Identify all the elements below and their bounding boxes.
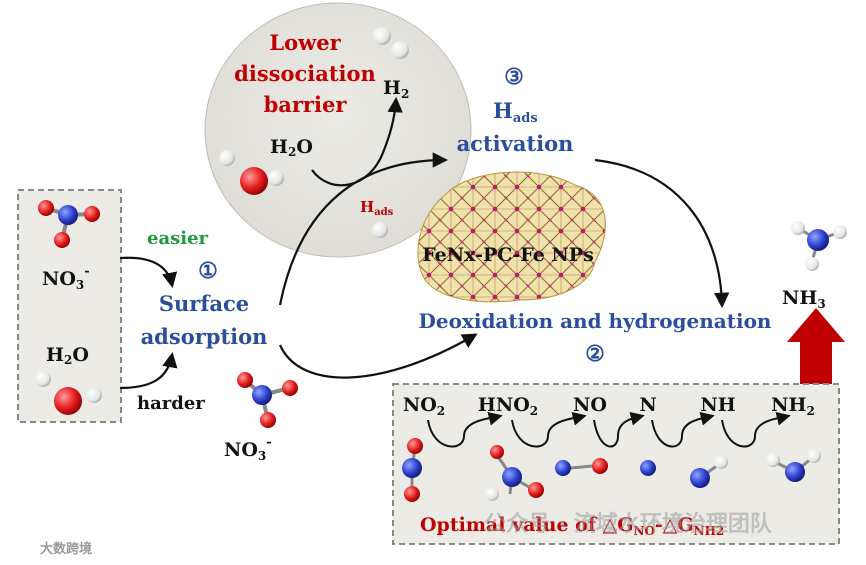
pathway-panel xyxy=(392,383,840,545)
pathway-arrows xyxy=(427,411,791,448)
step1-number: ① xyxy=(198,258,218,284)
harder-label: harder xyxy=(137,393,205,414)
nitrate-molecule-left xyxy=(38,200,100,248)
arrow-to-activation xyxy=(278,152,449,306)
hno2-molecule xyxy=(485,445,544,501)
pathway-species-2: NO xyxy=(573,394,607,416)
dissociation-arrow xyxy=(311,96,403,187)
no3-label-middle: NO3- xyxy=(224,435,272,463)
pathway-arrow-3 xyxy=(651,411,715,448)
easier-label: easier xyxy=(147,228,209,249)
no2-molecule xyxy=(402,438,423,502)
h2-label: H2 xyxy=(383,77,409,101)
pathway-species-5: NH2 xyxy=(771,394,815,418)
hads-label-step3: Hads xyxy=(493,98,538,126)
catalyst-label: FeNx-PC-Fe NPs xyxy=(422,244,594,266)
pathway-labels: NO2 HNO2 NO N NH NH2 xyxy=(403,394,815,418)
dissociation-text: dissociation xyxy=(234,61,376,86)
pathway-species-1: HNO2 xyxy=(478,394,538,418)
arrow-activation-to-nh3 xyxy=(594,158,730,309)
harder-arrow xyxy=(119,351,178,390)
h2-molecule xyxy=(373,27,409,59)
easier-arrow xyxy=(119,256,178,289)
water-molecule-left xyxy=(35,371,102,415)
reactant-box xyxy=(17,189,122,423)
pathway-arrow-4 xyxy=(721,411,791,448)
optimal-value-text: Optimal value of △GNO-△GNH2 xyxy=(420,514,724,538)
activation-text: activation xyxy=(457,131,574,156)
arrow-to-deoxidation xyxy=(278,333,478,379)
n-atom xyxy=(640,460,656,476)
watermark-right: 公众号 · 流域水环境治理团队 xyxy=(484,511,773,537)
step2-number: ② xyxy=(585,341,605,367)
dissociation-circle xyxy=(204,2,472,258)
pathway-arrow-1 xyxy=(511,411,587,448)
hads-label-top: Hads xyxy=(360,198,394,218)
h2o-label-left: H2O xyxy=(46,344,89,367)
watermark-left: 大数跨境 xyxy=(40,541,92,557)
pathway-species-4: NH xyxy=(700,394,735,416)
product-arrow xyxy=(787,308,845,385)
h-atom-ads xyxy=(372,222,388,238)
deoxidation-text: Deoxidation and hydrogenation xyxy=(419,309,772,333)
catalyst-structure xyxy=(417,171,606,303)
step3-number: ③ xyxy=(504,64,524,90)
lower-text: Lower xyxy=(269,30,341,55)
barrier-text: barrier xyxy=(264,92,348,117)
no-molecule xyxy=(555,458,608,476)
nh3-label: NH3 xyxy=(782,287,826,311)
h2o-label-top: H2O xyxy=(270,136,313,159)
nitrate-molecule-middle xyxy=(237,372,298,428)
water-molecule-top xyxy=(219,150,284,195)
pathway-species-3: N xyxy=(639,394,656,416)
pathway-arrow-2 xyxy=(593,411,645,448)
nh-molecule xyxy=(690,455,728,488)
pathway-arrow-0 xyxy=(427,411,503,448)
no3-label-left: NO3- xyxy=(42,264,90,292)
nh2-molecule xyxy=(766,449,821,482)
surface-text: Surface xyxy=(159,291,249,316)
pathway-species-0: NO2 xyxy=(403,394,445,418)
ammonia-molecule xyxy=(791,221,847,271)
adsorption-text: adsorption xyxy=(141,324,268,349)
